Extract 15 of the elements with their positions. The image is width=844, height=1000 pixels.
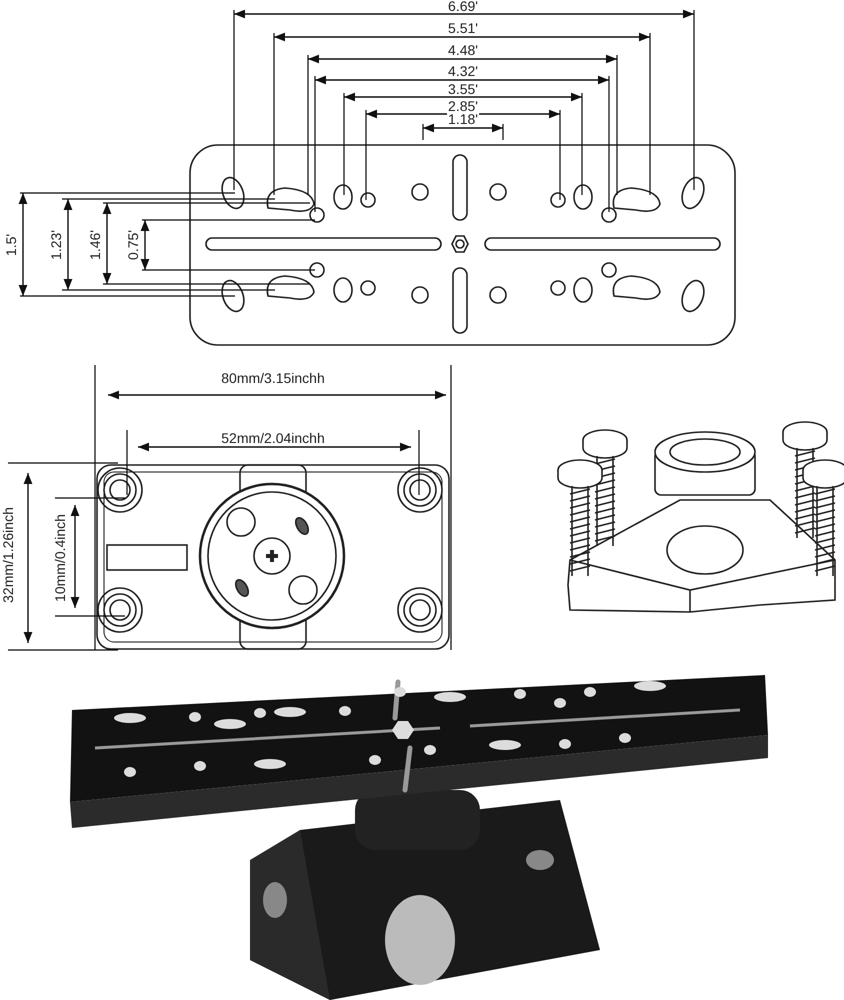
dimension-label: 10mm/0.4inch	[53, 513, 67, 603]
dimension-label: 2.85'	[447, 99, 479, 113]
dimension-label: 1.23'	[49, 229, 63, 261]
dimension-label: 1.18'	[447, 112, 479, 126]
dimension-label: 5.51'	[447, 21, 479, 35]
dimension-label: 4.48'	[447, 43, 479, 57]
dimension-label: 1.46'	[88, 229, 102, 261]
dimension-label: 3.55'	[447, 82, 479, 96]
dimension-label: 52mm/2.04inchh	[220, 431, 326, 445]
dimension-label: 6.69'	[447, 0, 479, 13]
dimension-label: 1.5'	[4, 232, 18, 258]
dimension-label: 32mm/1.26inch	[1, 506, 15, 604]
dimension-label: 80mm/3.15inchh	[220, 371, 326, 385]
dimension-label: 0.75'	[126, 229, 140, 261]
dimension-label: 4.32'	[447, 64, 479, 78]
